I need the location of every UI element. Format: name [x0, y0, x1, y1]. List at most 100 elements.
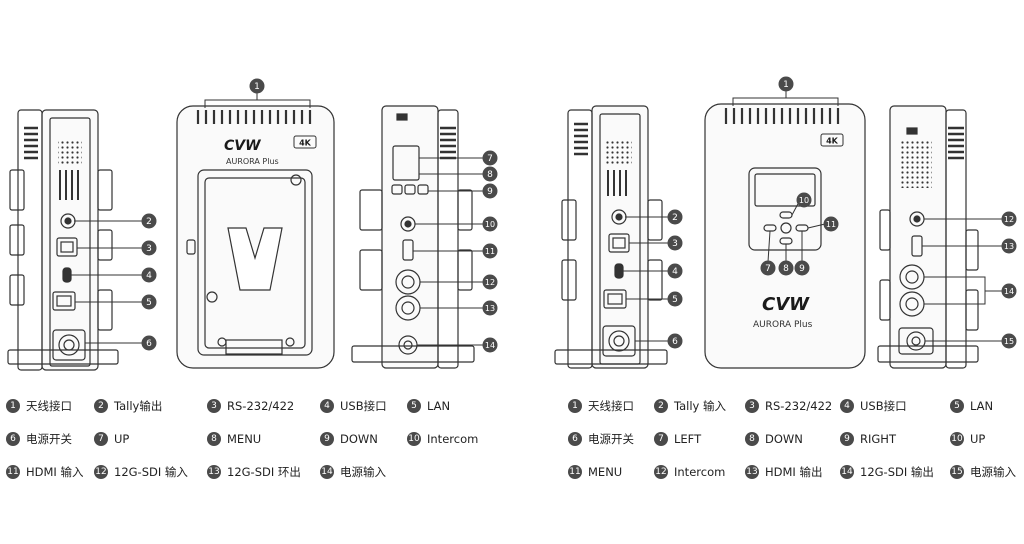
rx-callout-5 [667, 291, 683, 307]
rx-callout-15 [1001, 333, 1017, 349]
tx-callout-label-9: 9 [487, 187, 493, 197]
tx-side-view-left [7, 109, 119, 371]
rx-callout-label-12: 12 [1004, 215, 1014, 224]
rx-legend-label: 电源输入 [970, 465, 1016, 479]
tx-back-view [176, 105, 335, 369]
rx-callout-label-15: 15 [1004, 337, 1014, 346]
tx-legend-label: Tally输出 [114, 399, 163, 413]
rx-callout-label-11: 11 [826, 220, 836, 229]
tx-callout-4 [141, 267, 157, 283]
tx-callout-14 [482, 337, 498, 353]
rx-callout-label-6: 6 [672, 337, 678, 347]
tx-legend-label: MENU [227, 432, 262, 446]
rx-callout-label-5: 5 [672, 295, 678, 305]
rx-legend-label: DOWN [765, 432, 803, 446]
tx-legend-item-7: 7 UP [94, 430, 129, 448]
rx-callout-4 [667, 263, 683, 279]
tx-legend-item-12: 12 12G-SDI 输入 [94, 463, 188, 481]
rx-callout-10 [796, 192, 812, 208]
rx-callout-13 [1001, 238, 1017, 254]
rx-legend-item-7: 7 LEFT [654, 430, 701, 448]
tx-legend-item-13: 13 12G-SDI 环出 [207, 463, 301, 481]
tx-legend-label: USB接口 [340, 399, 387, 413]
rx-legend-label: RIGHT [860, 432, 896, 446]
rx-legend-label: LEFT [674, 432, 702, 446]
rx-brand-logo: CVW [762, 294, 810, 315]
tx-legend-number: 6 [6, 432, 20, 446]
tx-leader-lines [71, 92, 483, 346]
rx-legend-number: 14 [840, 465, 854, 479]
tx-callout-5 [141, 294, 157, 310]
tx-legend-label: Intercom [427, 432, 479, 446]
tx-side-view-right [351, 105, 475, 369]
rx-callout-12 [1001, 211, 1017, 227]
tx-legend-label: 12G-SDI 输入 [114, 465, 188, 479]
rx-side-view-right [877, 105, 979, 369]
rx-callout-label-8: 8 [783, 264, 789, 274]
rx-callout-label-10: 10 [799, 196, 809, 205]
tx-legend-label: 12G-SDI 环出 [227, 465, 301, 479]
rx-legend-number: 12 [654, 465, 668, 479]
tx-legend-number: 12 [94, 465, 108, 479]
tx-legend-number: 11 [6, 465, 20, 479]
tx-legend-label: RS-232/422 [227, 399, 295, 413]
rx-legend-number: 7 [654, 432, 668, 446]
tx-4k-badge: 4K [299, 139, 312, 148]
tx-callout-label-13: 13 [485, 304, 495, 313]
tx-branding: CVW AURORA Plus 4K [224, 135, 317, 166]
tx-model-label: AURORA Plus [226, 157, 279, 166]
tx-callout-7 [482, 150, 498, 166]
tx-callout-12 [482, 274, 498, 290]
rx-legend-number: 13 [745, 465, 759, 479]
tx-legend-label: 天线接口 [26, 399, 72, 413]
tx-callout-3 [141, 240, 157, 256]
tx-callout-label-8: 8 [487, 170, 493, 180]
rx-legend-label: 天线接口 [588, 399, 634, 413]
rx-legend-label: LAN [970, 399, 994, 413]
tx-legend-label: HDMI 输入 [26, 465, 84, 479]
rx-model-label: AURORA Plus [753, 320, 813, 330]
rx-side-view-left [554, 105, 668, 369]
tx-legend-label: UP [114, 432, 130, 446]
rx-4k-badge: 4K [826, 137, 839, 146]
tx-callout-label-2: 2 [146, 217, 152, 227]
tx-legend-label: DOWN [340, 432, 378, 446]
rx-front-view [704, 103, 866, 369]
tx-callout-2 [141, 213, 157, 229]
tx-legend-number: 7 [94, 432, 108, 446]
tx-legend-number: 13 [207, 465, 221, 479]
rx-legend-label: UP [970, 432, 986, 446]
rx-callout-7 [760, 260, 776, 276]
rx-legend-label: USB接口 [860, 399, 907, 413]
tx-legend-number: 8 [207, 432, 221, 446]
tx-legend-label: LAN [427, 399, 451, 413]
tx-callout-label-6: 6 [146, 339, 152, 349]
rx-legend-number: 6 [568, 432, 582, 446]
tx-legend-item-9: 9 DOWN [320, 430, 378, 448]
rx-callout-11 [823, 216, 839, 232]
rx-legend-label: 电源开关 [588, 432, 634, 446]
rx-callout-label-14: 14 [1004, 287, 1014, 296]
rx-legend-label: Intercom [674, 465, 726, 479]
tx-callout-label-4: 4 [146, 271, 152, 281]
tx-callout-label-12: 12 [485, 278, 495, 287]
tx-legend-number: 9 [320, 432, 334, 446]
rx-legend-label: Tally 输入 [674, 399, 727, 413]
tx-callout-9 [482, 183, 498, 199]
tx-callout-1 [249, 78, 265, 94]
tx-callout-label-14: 14 [485, 341, 495, 350]
tx-callout-label-5: 5 [146, 298, 152, 308]
